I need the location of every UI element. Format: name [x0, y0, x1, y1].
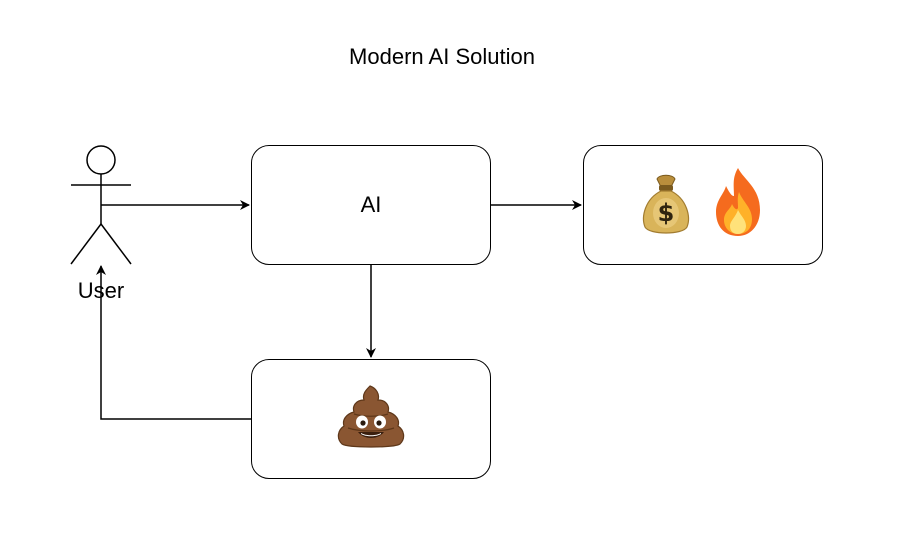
user-right-leg	[100, 223, 132, 265]
user-left-leg	[70, 223, 102, 265]
user-head	[86, 145, 116, 175]
money-bag-icon: $	[642, 174, 690, 234]
ai-node-label: AI	[360, 192, 382, 217]
svg-text:$: $	[658, 199, 675, 227]
edges	[96, 200, 582, 420]
fire-icon	[716, 168, 760, 236]
ai-node[interactable]: AI	[251, 145, 491, 265]
money-fire-node[interactable]: $	[583, 145, 823, 265]
pile-of-poo-icon	[337, 385, 405, 448]
diagram-title: Modern AI Solution	[349, 44, 535, 69]
user-actor-figure	[70, 145, 132, 265]
user-label: User	[77, 278, 125, 303]
poo-node[interactable]	[251, 359, 491, 479]
edge-poo-to-user	[96, 265, 251, 420]
